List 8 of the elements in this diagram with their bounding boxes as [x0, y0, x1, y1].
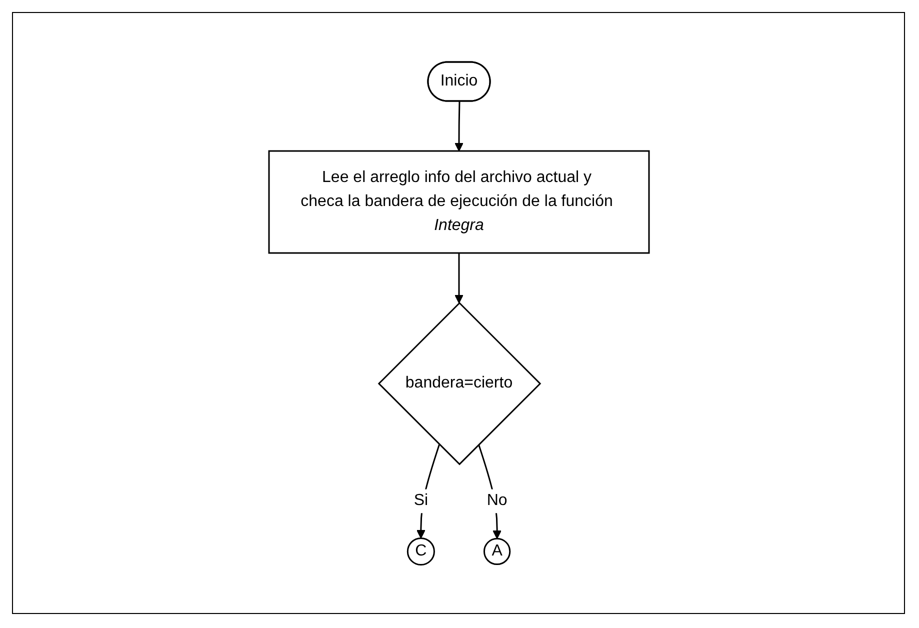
node-circle: A — [482, 538, 510, 565]
edge-label: No — [486, 492, 507, 509]
arrow — [454, 101, 463, 152]
arrow — [454, 252, 463, 304]
edge-label: Si — [413, 492, 428, 509]
node-box: Lee el arreglo info del archivo actual y checa la bandera de ejecución de la función Integra — [268, 150, 650, 254]
node-circle: C — [406, 537, 434, 566]
node-diamond: bandera=cierto — [377, 302, 541, 465]
